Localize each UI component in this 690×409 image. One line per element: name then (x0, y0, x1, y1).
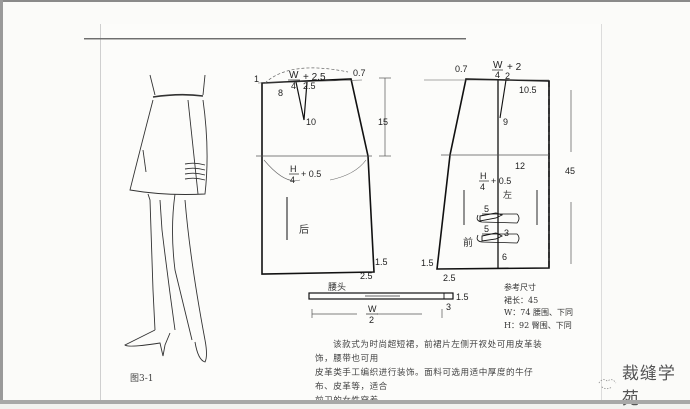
svg-text:2.5: 2.5 (303, 81, 316, 91)
svg-text:1.5: 1.5 (421, 258, 434, 268)
svg-text:W: W (493, 60, 503, 71)
book-page (100, 24, 602, 400)
svg-text:4: 4 (290, 175, 295, 185)
front-panel-labels: 0.7 W 4 + 2 2 10.5 9 12 H 4 + 0.5 左 5 5 … (421, 60, 575, 283)
reference-sizes: 参考尺寸 裙长：45 W：74 腰围、下同 H：92 臀围、下同 (504, 282, 573, 332)
svg-text:2: 2 (369, 315, 374, 325)
svg-text:H: H (290, 164, 297, 174)
window-top-border (0, 0, 690, 2)
chat-bubble-icon (598, 379, 617, 390)
svg-text:10: 10 (306, 117, 316, 127)
window-bottom-border (0, 400, 690, 404)
figure-caption: 图3-1 (130, 374, 154, 384)
back-panel-pattern (256, 67, 391, 275)
svg-text:0.7: 0.7 (455, 64, 468, 74)
svg-text:8: 8 (278, 88, 283, 98)
svg-text:后: 后 (299, 224, 309, 236)
svg-text:W: W (368, 304, 377, 314)
skirt-illustration (124, 74, 208, 363)
description-line-2: 皮革类手工编织进行装饰。面料可选用适中厚度的牛仔布、皮革等，适合 (315, 368, 534, 392)
svg-text:4: 4 (495, 70, 500, 80)
svg-text:5: 5 (484, 224, 489, 234)
description-text: 该款式为时尚超短裙，前裙片左侧开衩处可用皮革装饰，腰带也可用 皮革类手工编织进行… (315, 338, 550, 408)
svg-text:3: 3 (504, 228, 509, 238)
svg-text:10.5: 10.5 (519, 85, 537, 95)
svg-text:0.7: 0.7 (353, 68, 366, 78)
svg-text:1.5: 1.5 (456, 292, 469, 302)
svg-text:4: 4 (480, 182, 485, 192)
svg-text:+ 2: + 2 (507, 62, 522, 73)
svg-text:+ 2.5: + 2.5 (303, 72, 326, 83)
svg-text:左: 左 (503, 189, 512, 201)
reference-row-waist: W：74 腰围、下同 (504, 308, 573, 317)
window-left-border (0, 0, 3, 404)
front-panel-pattern (424, 78, 572, 270)
svg-text:1: 1 (254, 74, 259, 84)
svg-text:W: W (289, 70, 299, 81)
svg-text:H: H (480, 171, 487, 181)
svg-text:45: 45 (565, 166, 575, 176)
svg-text:1.5: 1.5 (375, 257, 388, 267)
reference-row-hip: H：92 臀围、下同 (504, 320, 572, 330)
svg-text:2: 2 (505, 71, 510, 81)
svg-text:2.5: 2.5 (360, 271, 373, 281)
svg-text:前: 前 (463, 236, 473, 249)
svg-text:12: 12 (515, 161, 525, 171)
svg-text:9: 9 (503, 117, 508, 127)
svg-text:+ 0.5: + 0.5 (491, 176, 511, 186)
svg-text:6: 6 (502, 252, 507, 262)
reference-sizes-title: 参考尺寸 (504, 283, 536, 292)
waistband-pattern: 腰头 1.5 3 W 2 (308, 282, 469, 325)
svg-text:腰头: 腰头 (328, 282, 346, 293)
reference-row-length: 裙长：45 (504, 295, 539, 305)
svg-text:2.5: 2.5 (443, 273, 456, 283)
back-panel-labels: 1 W 4 + 2.5 2.5 0.7 8 10 H 4 + 0.5 后 1.5… (254, 68, 388, 281)
description-line-1: 该款式为时尚超短裙，前裙片左侧开衩处可用皮革装饰，腰带也可用 (315, 340, 543, 364)
svg-text:+ 0.5: + 0.5 (301, 169, 321, 179)
svg-text:3: 3 (446, 302, 451, 312)
svg-text:15: 15 (378, 117, 388, 127)
svg-text:4: 4 (291, 81, 296, 91)
svg-text:5: 5 (484, 204, 489, 214)
